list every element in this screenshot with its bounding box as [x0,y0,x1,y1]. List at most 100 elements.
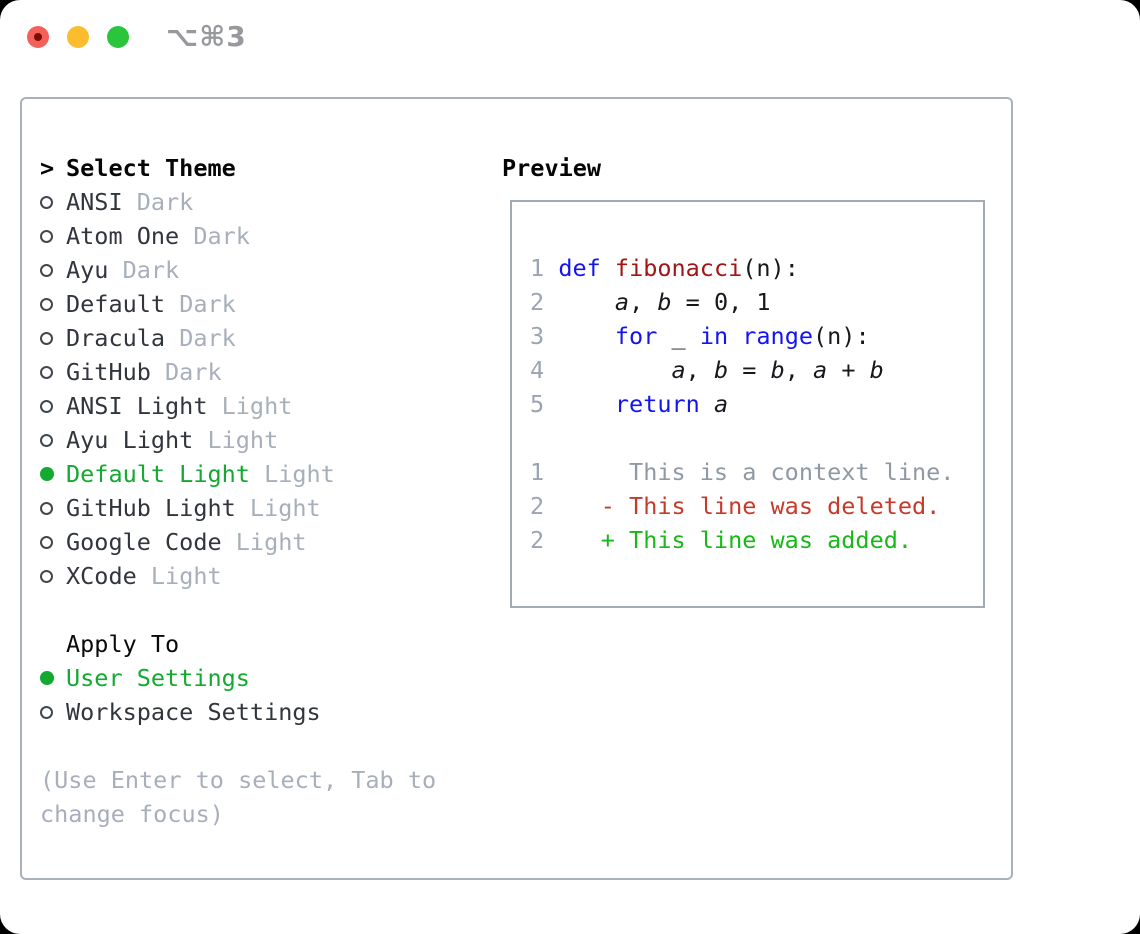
theme-variant-label: Dark [108,256,180,284]
icon-slot [40,331,66,345]
radio-icon [40,365,53,379]
code-token-kw: for [614,322,658,350]
code-line: 3 for _ in range(n): [530,319,954,353]
code-token-var: b [713,356,729,384]
icon-slot [40,297,66,311]
theme-option-ansi[interactable]: ANSI Dark [40,185,458,219]
theme-variant-label: Dark [179,222,250,250]
icon-slot [40,195,66,209]
code-line: 2 - This line was deleted. [530,489,954,523]
icon-slot [40,569,66,583]
theme-label: Ayu Light [66,426,194,454]
theme-variant-label: Dark [165,324,236,352]
theme-label: Dracula [66,324,166,352]
code-token-plain: , [629,288,658,316]
code-token-plain: + [827,356,870,384]
zoom-button[interactable] [107,26,129,48]
radio-icon [40,535,53,549]
theme-option-dracula[interactable]: Dracula Dark [40,321,458,355]
code-token-plain [728,322,742,350]
radio-icon [40,569,53,583]
theme-label: GitHub [66,358,151,386]
code-token-num: 4 [530,356,545,384]
theme-option-ayu-light[interactable]: Ayu Light Light [40,423,458,457]
apply-label: Workspace Settings [66,698,321,726]
code-token-num: 2 [530,526,545,554]
theme-option-default-light[interactable]: Default Light Light [40,457,458,491]
code-token-num: 3 [530,322,545,350]
code-token-var: b [770,356,785,384]
code-token-plain [544,254,558,282]
icon-slot [40,671,66,685]
minimize-button[interactable] [67,26,89,48]
radio-icon [40,331,53,345]
theme-label: ANSI [66,188,123,216]
theme-option-default[interactable]: Default Dark [40,287,458,321]
code-token-plain [700,390,714,418]
code-token-var: b [869,356,884,384]
theme-option-google-code[interactable]: Google Code Light [40,525,458,559]
focus-caret-icon: > [40,154,55,182]
titlebar: ⌥⌘3 [0,0,1140,75]
apply-label: User Settings [66,664,250,692]
code-line: 2 + This line was added. [530,523,954,557]
code-line: 4 a, b = b, a + b [530,353,954,387]
code-token-plain [544,288,615,316]
radio-icon [40,297,53,311]
code-token-num: 5 [530,390,545,418]
theme-label: ANSI Light [66,392,208,420]
code-token-plain [544,492,601,520]
theme-option-github[interactable]: GitHub Dark [40,355,458,389]
theme-variant-label: Dark [150,358,222,386]
theme-option-xcode[interactable]: XCode Light [40,559,458,593]
preview-title: Preview [502,154,602,182]
icon-slot [40,501,66,515]
theme-label: Default Light [66,460,250,488]
apply-option-workspace-settings[interactable]: Workspace Settings [40,695,458,729]
code-token-plain [544,322,615,350]
code-token-ctx: This is a context line. [544,458,955,486]
theme-option-github-light[interactable]: GitHub Light Light [40,491,458,525]
theme-option-atom-one[interactable]: Atom One Dark [40,219,458,253]
theme-variant-label: Light [136,562,222,590]
code-token-plain: = 0, 1 [671,288,771,316]
theme-variant-label: Light [249,460,335,488]
code-token-fn: fibonacci [614,254,743,282]
window-title: ⌥⌘3 [166,20,247,53]
theme-label: Google Code [66,528,222,556]
theme-label: Atom One [66,222,180,250]
code-token-plain [544,356,671,384]
code-token-plain: (n): [742,254,799,282]
icon-slot [40,229,66,243]
icon-slot [40,365,66,379]
code-token-plain: (n): [813,322,870,350]
spacer [40,593,458,627]
radio-icon [40,229,53,243]
select-theme-header: > Select Theme [40,151,458,185]
code-token-plain [544,526,601,554]
theme-option-ansi-light[interactable]: ANSI Light Light [40,389,458,423]
code-token-kw: in [699,322,729,350]
theme-option-ayu[interactable]: Ayu Dark [40,253,458,287]
close-button[interactable] [27,26,49,48]
radio-icon [40,399,53,413]
code-line: 5 return a [530,387,954,421]
apply-option-user-settings[interactable]: User Settings [40,661,458,695]
code-token-num: 2 [530,492,545,520]
icon-slot [40,467,66,481]
theme-label: Default [66,290,166,318]
code-token-num: 2 [530,288,545,316]
code-token-plain [544,390,615,418]
code-line [530,421,954,455]
radio-icon [40,433,53,447]
code-token-plain: _ [657,322,700,350]
code-line: 1 def fibonacci(n): [530,251,954,285]
section-title: Select Theme [66,154,236,182]
icon-slot [40,535,66,549]
theme-variant-label: Dark [165,290,236,318]
icon-slot [40,399,66,413]
